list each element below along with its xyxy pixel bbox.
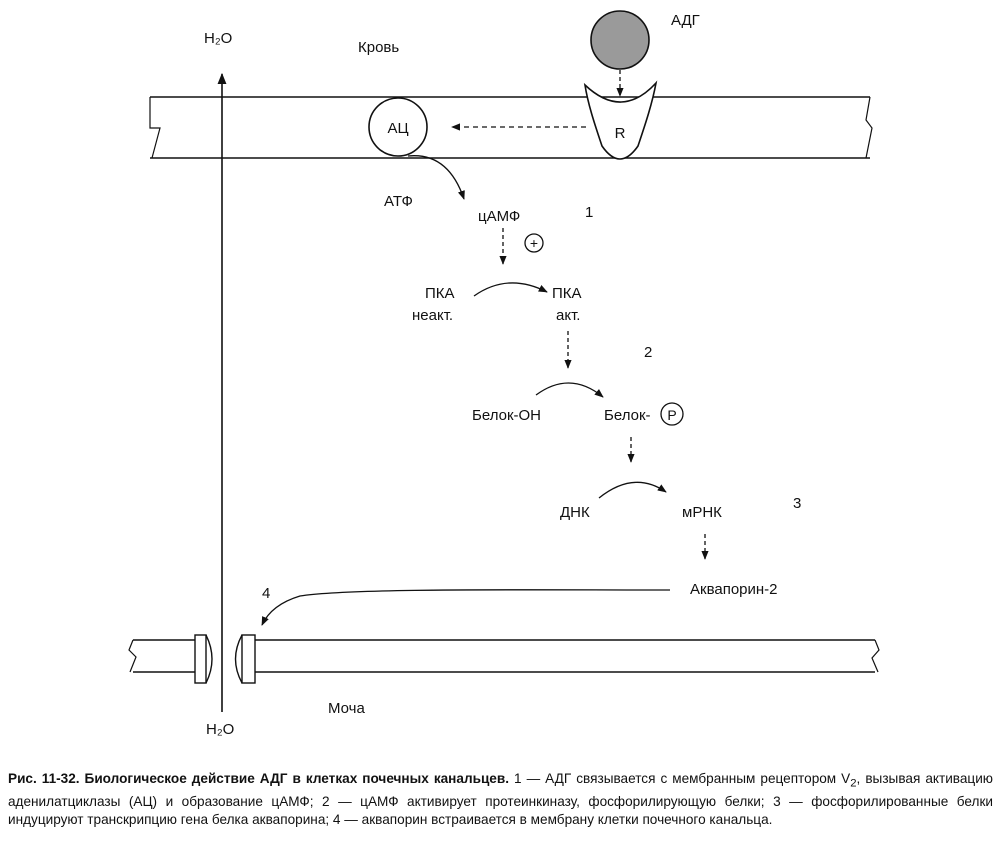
pka-active-state: акт. — [556, 307, 580, 324]
urine-membrane — [128, 639, 880, 673]
adh-label: АДГ — [671, 12, 700, 29]
adh-hormone — [590, 10, 650, 70]
caption-text-1: 1 — АДГ связывается с мембранным рецепто… — [509, 771, 851, 786]
aquaporin-label: Аквапорин-2 — [690, 581, 778, 598]
transcription-arrow — [598, 481, 667, 499]
step-1-label: 1 — [585, 204, 593, 221]
h2o-bottom-label: H₂O — [206, 721, 234, 738]
dna-label: ДНК — [560, 504, 590, 521]
mrna-label: мРНК — [682, 504, 722, 521]
camp-label: цАМФ — [478, 208, 520, 225]
step-4-label: 4 — [262, 585, 270, 602]
pka-inactive-state: неакт. — [412, 307, 453, 324]
phosphate-label: P — [667, 407, 676, 423]
aquaporin-channel — [194, 634, 256, 684]
caption-subscript: 2 — [850, 777, 857, 790]
urine-label: Моча — [328, 700, 365, 717]
pka-active-label: ПКА — [552, 285, 582, 302]
phosphate-circle — [660, 402, 684, 426]
adenylate-cyclase — [368, 97, 428, 157]
step-3-label: 3 — [793, 495, 801, 512]
pka-activation-arrow — [473, 282, 548, 297]
atp-label: АТФ — [384, 193, 413, 210]
receptor-v2 — [583, 80, 658, 160]
apical-blood-membrane — [149, 96, 873, 159]
h2o-top-label: H₂O — [204, 30, 232, 47]
protein-p-label: Белок- — [604, 407, 651, 424]
protein-phosphorylation-arrow — [535, 382, 604, 398]
step-2-label: 2 — [644, 344, 652, 361]
adh-action-diagram: H₂O Кровь АДГ АЦ R АТФ цАМФ 1 + ПКА неак… — [128, 10, 880, 738]
aquaporin-insertion-arrow — [261, 589, 671, 626]
plus-sign: + — [530, 235, 538, 251]
blood-label: Кровь — [358, 39, 399, 56]
activation-plus-circle — [524, 233, 544, 253]
receptor-label: R — [615, 125, 626, 142]
atp-to-camp-arrow — [407, 155, 465, 200]
protein-oh-label: Белок-ОН — [472, 407, 541, 424]
caption-title: Рис. 11-32. Биологическое действие АДГ в… — [8, 771, 509, 786]
ac-label: АЦ — [387, 120, 408, 137]
caption-text-2: , вызывая активацию аденилатциклазы (АЦ)… — [8, 771, 993, 827]
figure-caption: Рис. 11-32. Биологическое действие АДГ в… — [8, 770, 993, 829]
pka-inactive-label: ПКА — [425, 285, 455, 302]
